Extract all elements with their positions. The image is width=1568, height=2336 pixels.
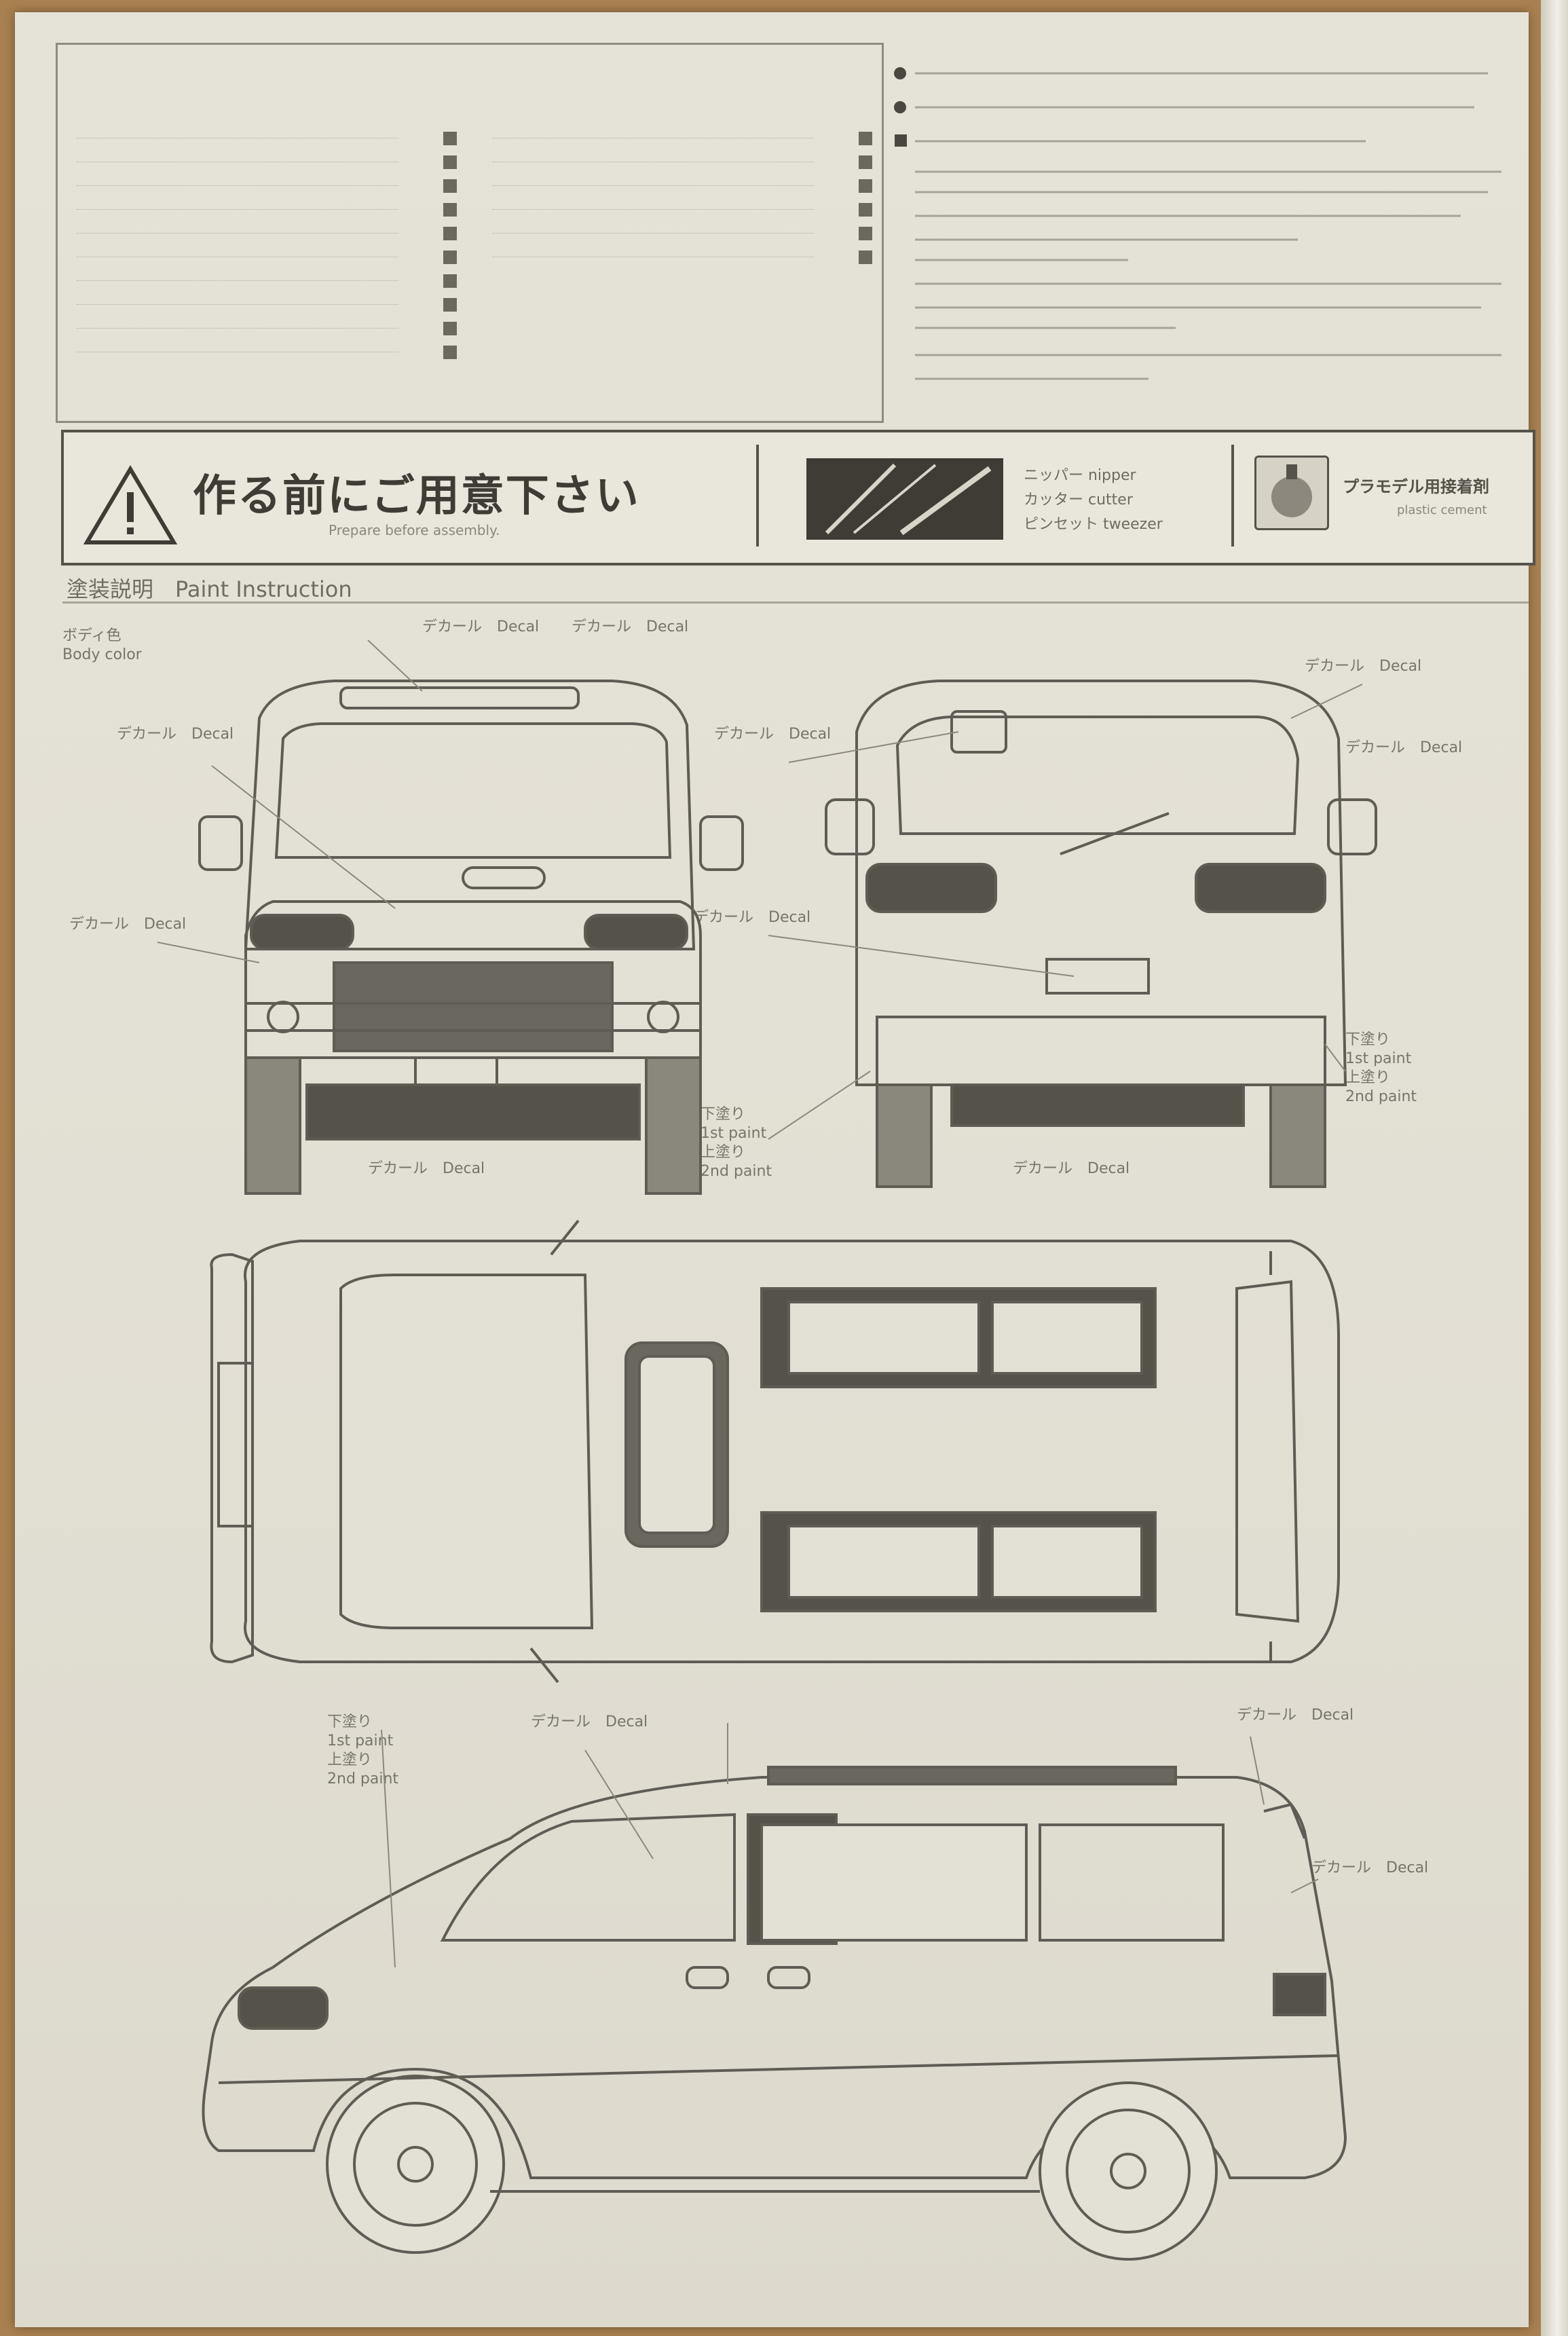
tools-list: ニッパー nipper カッター cutter ピンセット tweezer (1024, 464, 1163, 537)
decal-callout: デカール Decal (1305, 658, 1422, 675)
legend-row (492, 198, 872, 221)
legend-row (492, 150, 872, 174)
cement-label: プラモデル用接着剤 (1343, 477, 1489, 496)
tools-image (806, 458, 1003, 540)
body-color-callout: ボディ色 Body color (62, 627, 142, 665)
instruction-sheet: 作る前にご用意下さい Prepare before assembly. ニッパー… (15, 12, 1535, 2327)
legend-row (77, 150, 457, 174)
body-color-en: Body color (62, 646, 142, 663)
cement-bottle-icon (1254, 456, 1329, 530)
body-color-jp: ボディ色 (62, 627, 122, 644)
legend-row (492, 174, 872, 198)
decal-callout: デカール Decal (422, 618, 540, 635)
first-paint-jp: 下塗り (701, 1106, 746, 1123)
front-view-drawing (198, 680, 744, 1195)
top-view-drawing (210, 1219, 1340, 1684)
second-paint-jp: 上塗り (327, 1751, 373, 1768)
side-view-drawing (202, 1766, 1347, 2261)
decal-callout: デカール Decal (572, 618, 689, 635)
warning-icon (83, 465, 178, 544)
prepare-before-assembly-bar: 作る前にご用意下さい Prepare before assembly. ニッパー… (61, 430, 1535, 566)
legend-row (492, 221, 872, 245)
decal-callout: デカール Decal (117, 726, 234, 743)
paint-notes (891, 39, 1529, 420)
paint-color-legend (56, 43, 884, 423)
legend-row (77, 316, 457, 340)
notes-lines (894, 67, 1501, 380)
legend-row (77, 269, 457, 293)
decal-callout: デカール Decal (368, 1160, 485, 1177)
legend-row (77, 198, 457, 221)
cement-section: プラモデル用接着剤 plastic cement (1231, 445, 1533, 546)
second-paint-en: 2nd paint (327, 1770, 399, 1787)
paint-layers-callout: 下塗り 1st paint 上塗り 2nd paint (1345, 1031, 1417, 1107)
legend-row (77, 293, 457, 316)
legend-row (77, 126, 457, 150)
legend-row (492, 245, 872, 269)
decal-callout: デカール Decal (531, 1713, 648, 1730)
legend-row (77, 340, 457, 364)
title-underline (62, 601, 1529, 604)
decal-callout: デカール Decal (1345, 739, 1463, 756)
second-paint-en: 2nd paint (1345, 1088, 1417, 1105)
legend-row (492, 126, 872, 150)
paint-layers-callout: 下塗り 1st paint 上塗り 2nd paint (701, 1105, 772, 1181)
decal-callout: デカール Decal (694, 909, 811, 926)
paint-instruction-title: 塗装説明 Paint Instruction (67, 576, 352, 602)
tools-icon (825, 463, 992, 536)
second-paint-en: 2nd paint (701, 1163, 772, 1180)
legend-row (77, 174, 457, 198)
legend-column-right (492, 126, 872, 269)
tool-cutter: カッター cutter (1024, 492, 1133, 508)
cement-label-en: plastic cement (1397, 503, 1487, 517)
paint-layers-callout: 下塗り 1st paint 上塗り 2nd paint (327, 1713, 398, 1789)
decal-callout: デカール Decal (69, 916, 187, 933)
decal-callout: デカール Decal (714, 726, 832, 743)
first-paint-jp: 下塗り (1345, 1031, 1391, 1048)
tool-tweezer: ピンセット tweezer (1024, 516, 1163, 533)
first-paint-jp: 下塗り (327, 1713, 373, 1730)
first-paint-en: 1st paint (701, 1125, 767, 1142)
first-paint-en: 1st paint (1345, 1050, 1412, 1067)
first-paint-en: 1st paint (327, 1732, 394, 1749)
decal-callout: デカール Decal (1311, 1859, 1429, 1876)
decal-callout: デカール Decal (1237, 1707, 1354, 1724)
tools-section: ニッパー nipper カッター cutter ピンセット tweezer (756, 445, 1220, 546)
caution-subtitle: Prepare before assembly. (329, 522, 500, 538)
decal-callout: デカール Decal (1013, 1160, 1130, 1177)
rear-view-drawing (825, 680, 1377, 1188)
second-paint-jp: 上塗り (1345, 1069, 1391, 1086)
legend-column-left (77, 126, 457, 364)
caution-title: 作る前にご用意下さい (193, 471, 640, 521)
legend-row (77, 221, 457, 245)
legend-row (77, 245, 457, 269)
tool-nipper: ニッパー nipper (1024, 467, 1136, 484)
page-edge (1541, 0, 1568, 2336)
second-paint-jp: 上塗り (701, 1144, 746, 1161)
